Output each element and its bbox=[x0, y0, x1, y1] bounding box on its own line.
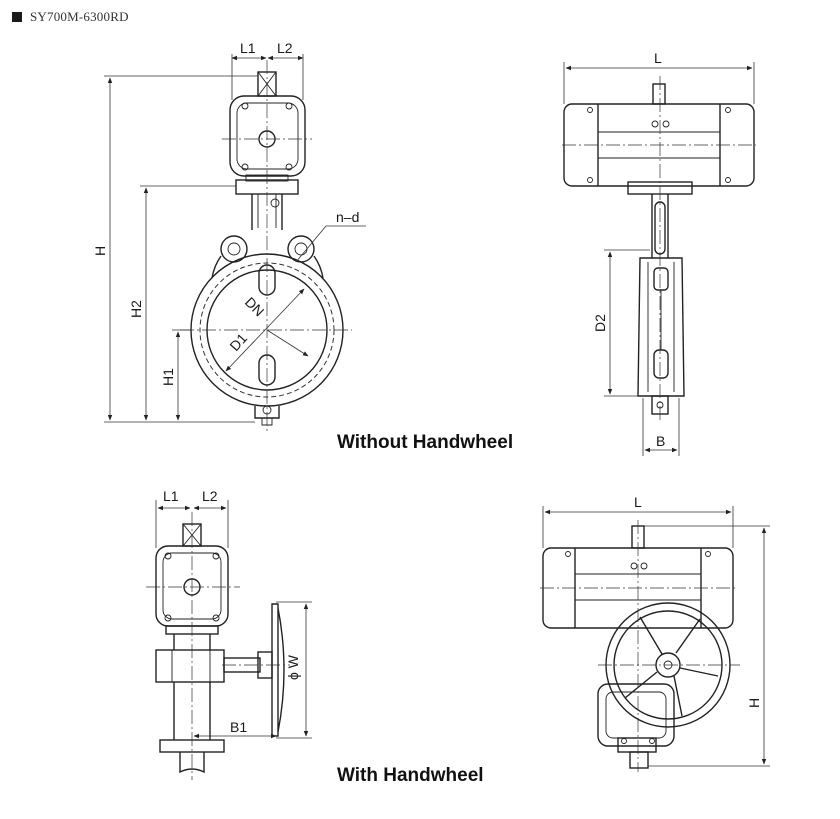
caption-with-handwheel: With Handwheel bbox=[337, 765, 484, 786]
header: SY700M-6300RD bbox=[12, 9, 129, 25]
dim-label-H1: H1 bbox=[160, 368, 176, 386]
dim-label-L2-hw: L2 bbox=[202, 488, 218, 504]
gearbox-housing bbox=[597, 683, 675, 747]
dim-label-H2: H2 bbox=[128, 300, 144, 318]
dim-label-B: B bbox=[656, 433, 665, 449]
dim-label-phiW: ϕ W bbox=[285, 654, 301, 680]
side-view-without-handwheel bbox=[562, 62, 756, 456]
actuator-body bbox=[229, 95, 306, 177]
valve-body-side bbox=[637, 257, 685, 397]
caption-without-handwheel: Without Handwheel bbox=[337, 432, 514, 453]
square-bullet-icon bbox=[12, 12, 22, 22]
side-view-with-handwheel bbox=[540, 506, 770, 772]
dim-label-nd: n–d bbox=[336, 209, 359, 225]
handwheel-side bbox=[271, 603, 285, 737]
dim-label-L2: L2 bbox=[277, 40, 293, 56]
dim-label-D2: D2 bbox=[592, 314, 608, 332]
dim-label-B1: B1 bbox=[230, 719, 247, 735]
dim-label-L-bottom: L bbox=[634, 494, 642, 510]
dim-label-D1: D1 bbox=[226, 330, 250, 354]
dim-label-DN: DN bbox=[242, 294, 268, 320]
dim-label-L-top: L bbox=[654, 50, 662, 66]
model-number: SY700M-6300RD bbox=[30, 9, 129, 24]
actuator-stem bbox=[652, 83, 666, 105]
dim-label-L1: L1 bbox=[240, 40, 256, 56]
front-view-without-handwheel bbox=[104, 54, 366, 432]
front-view-with-handwheel bbox=[146, 500, 312, 780]
dim-label-L1-hw: L1 bbox=[163, 488, 179, 504]
gearbox bbox=[155, 649, 225, 683]
dim-label-H-bottom: H bbox=[746, 698, 762, 708]
dim-label-H: H bbox=[92, 246, 108, 256]
